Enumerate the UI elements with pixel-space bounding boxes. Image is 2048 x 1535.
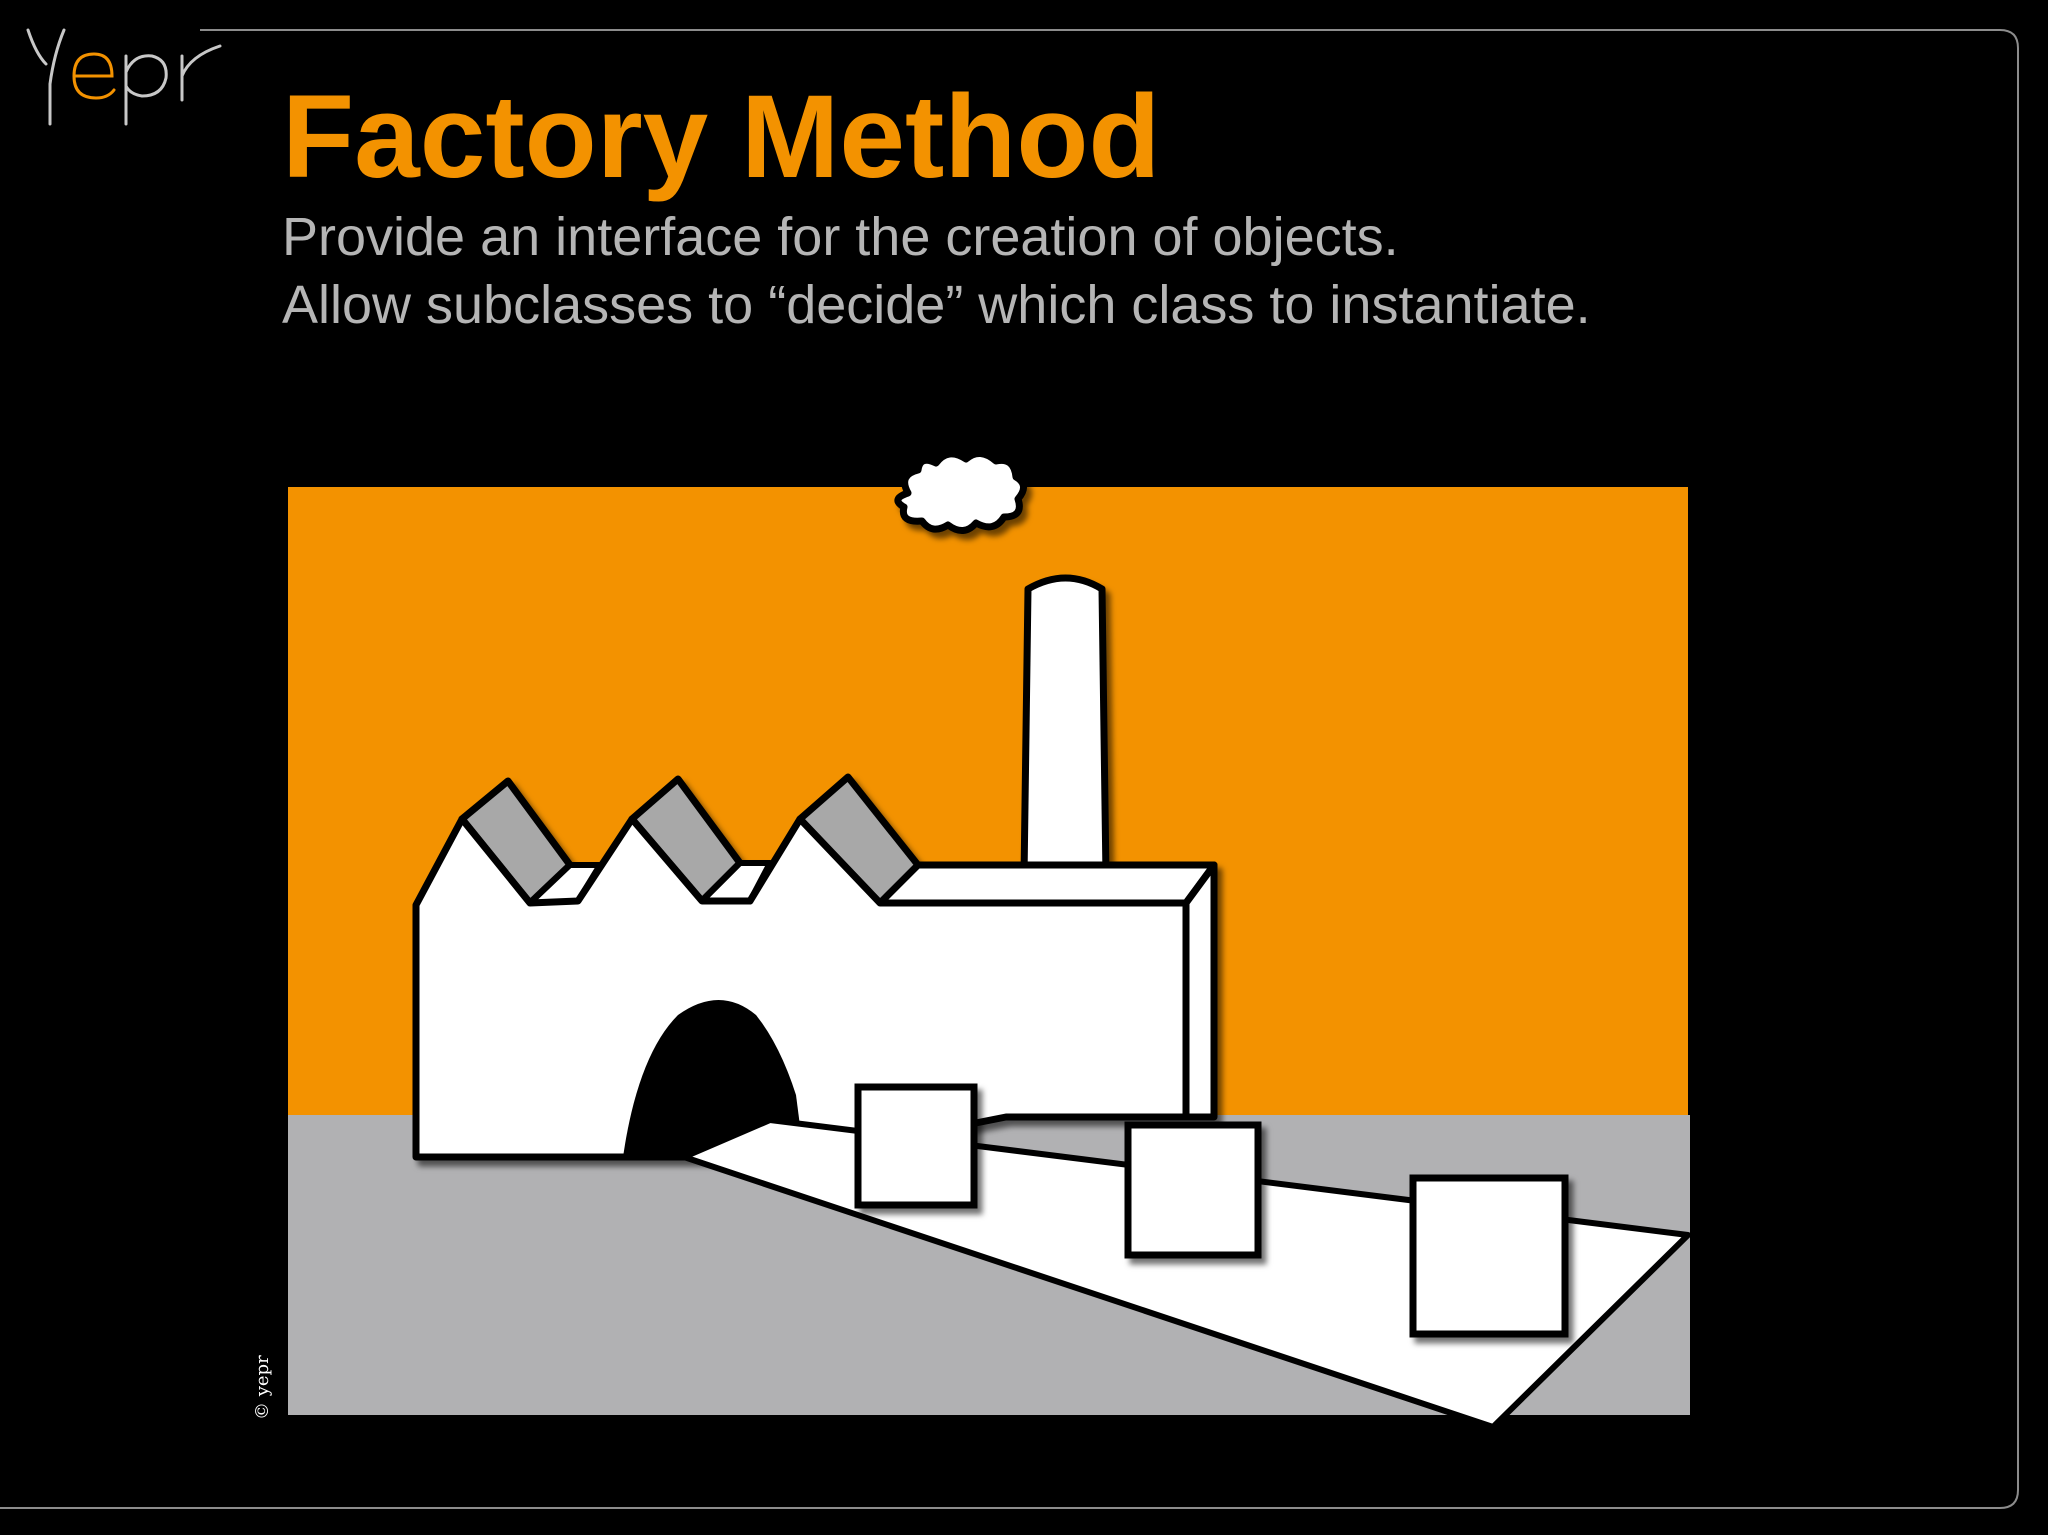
copyright-note: © yepr <box>252 1355 273 1420</box>
product-box-icon <box>1124 1121 1262 1259</box>
smoke-cloud-icon <box>894 455 1027 534</box>
slide-title: Factory Method <box>282 71 1161 203</box>
subtitle-line-2: Allow subclasses to “decide” which class… <box>282 275 1591 335</box>
product-box-icon <box>854 1083 978 1209</box>
product-box-icon <box>1409 1174 1569 1338</box>
yepr-logo <box>26 28 222 126</box>
factory-illustration <box>288 455 1691 1430</box>
subtitle-line-1: Provide an interface for the creation of… <box>282 207 1399 267</box>
factory-door <box>623 1000 804 1157</box>
chimney-icon <box>1020 574 1110 891</box>
factory-icon <box>412 773 1218 1161</box>
